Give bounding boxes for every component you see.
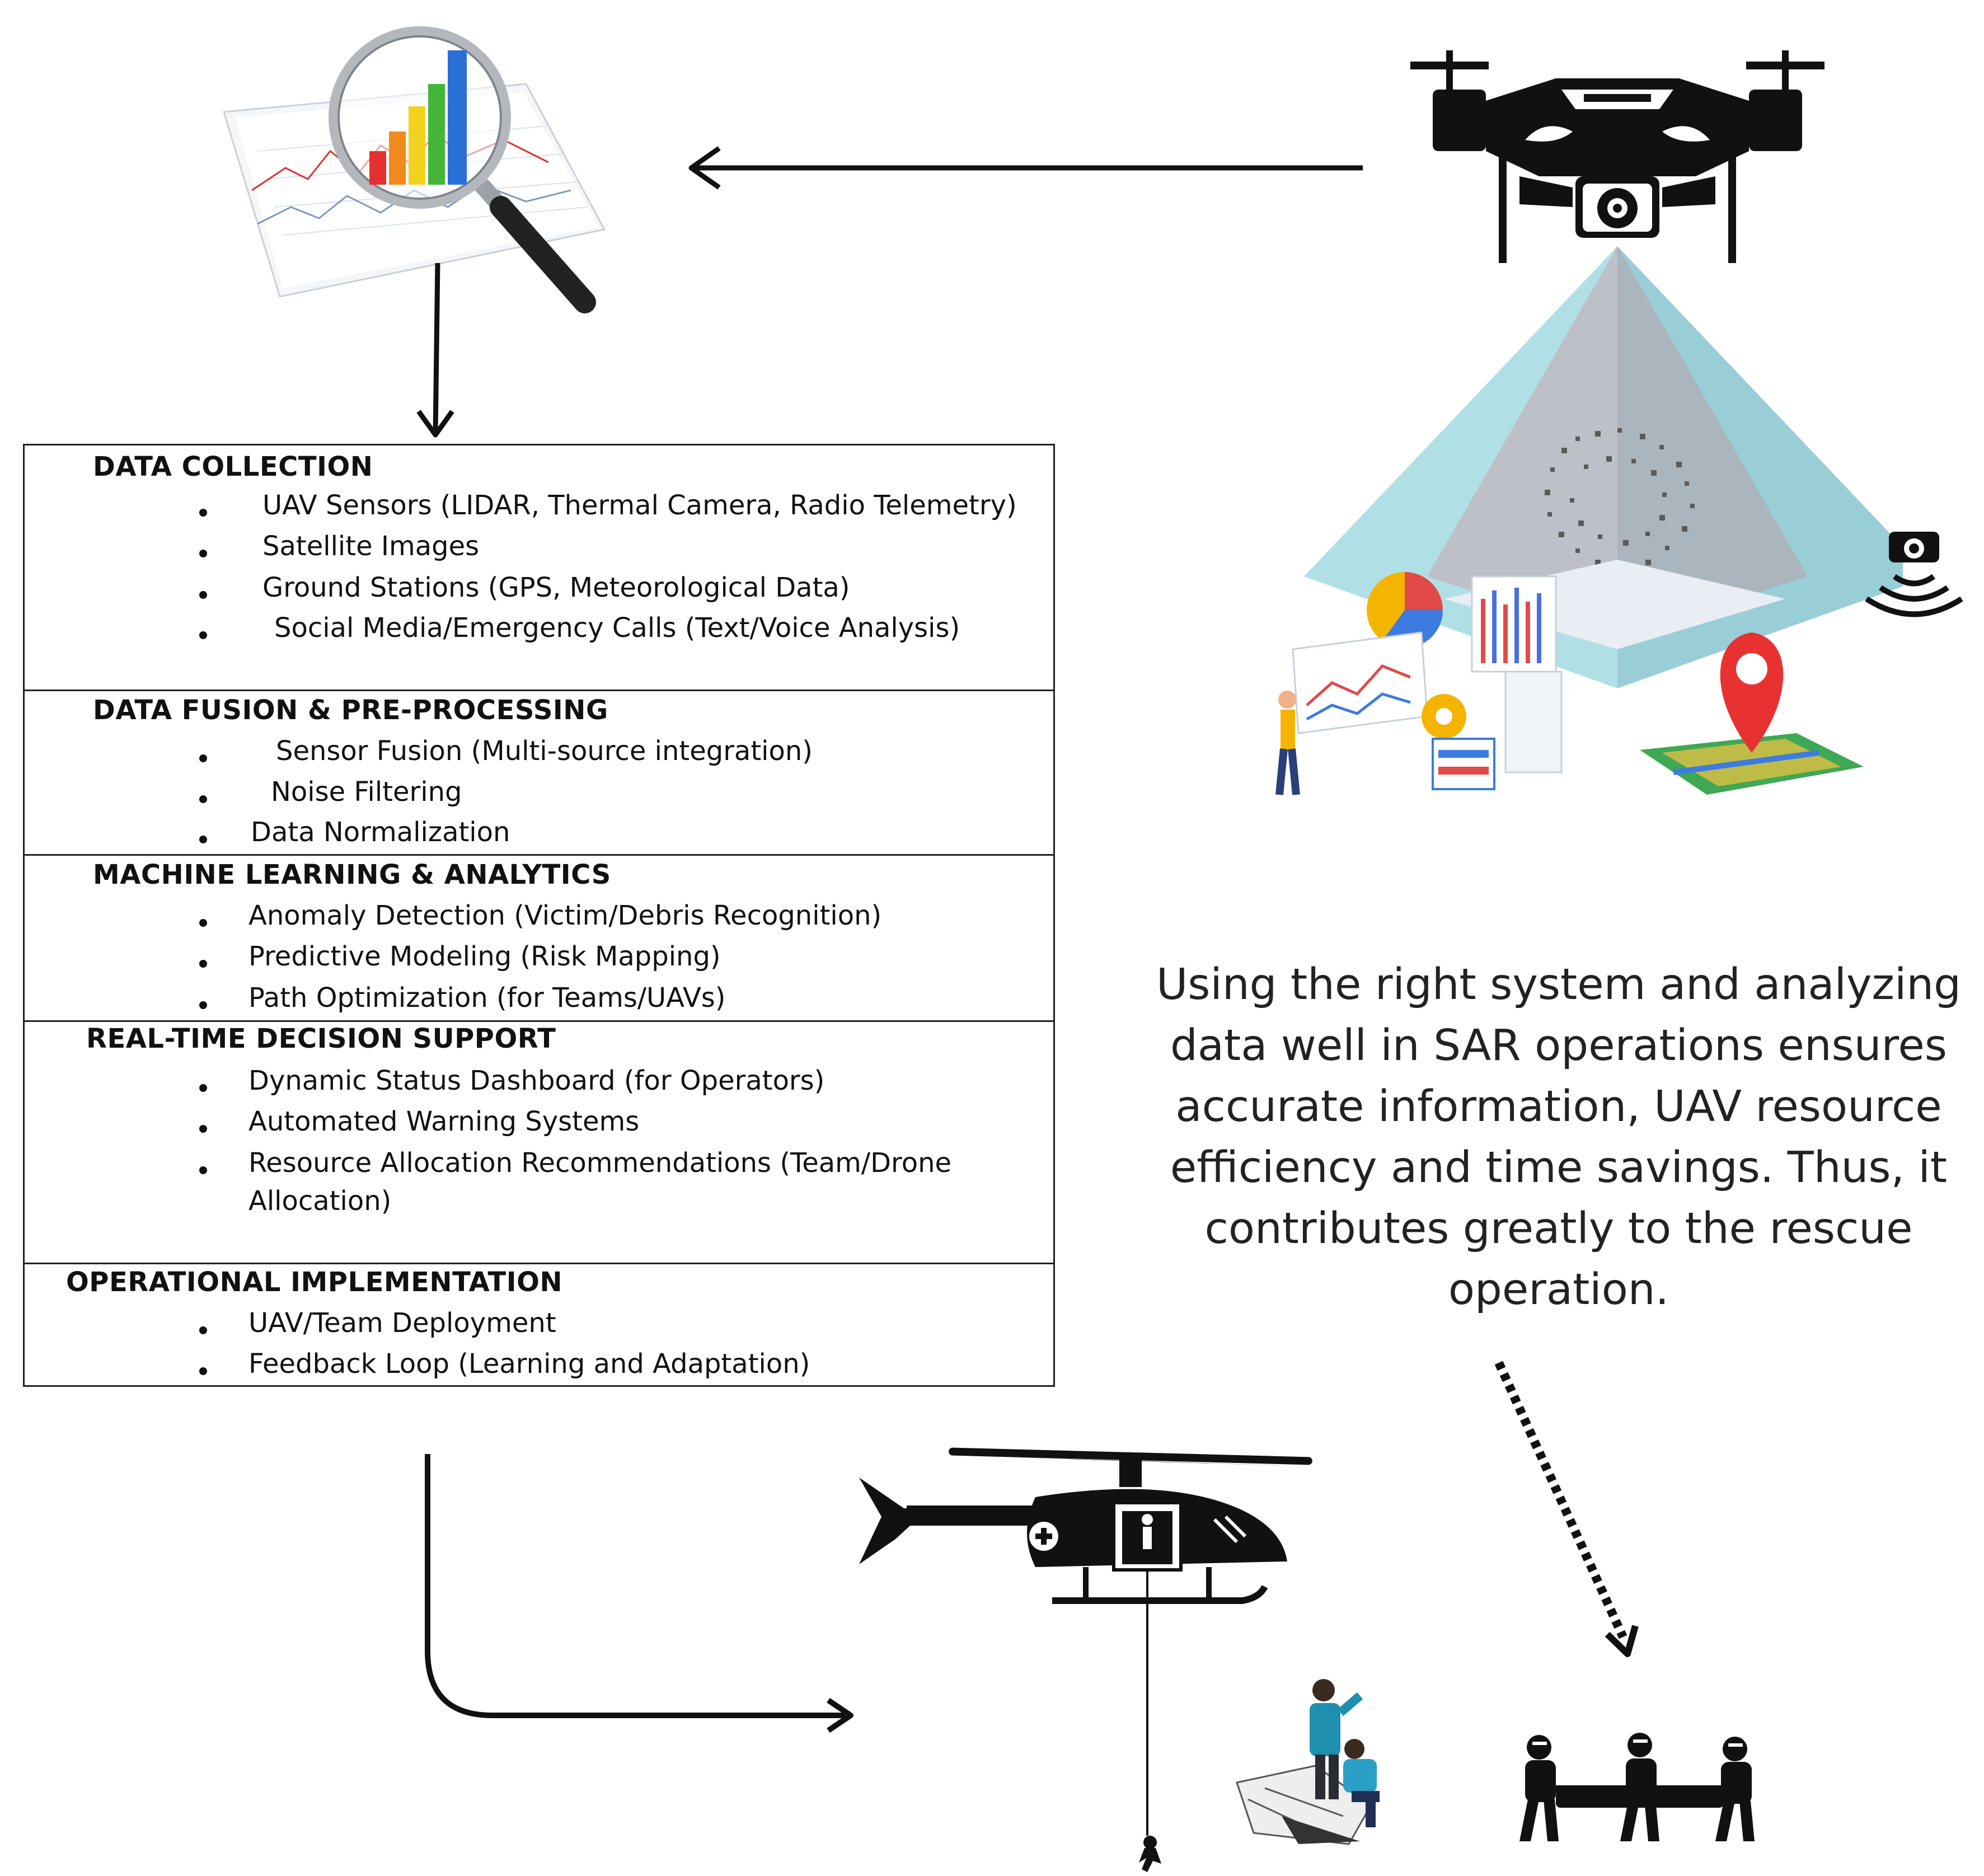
pipeline-table: DATA COLLECTION UAV Sensors (LIDAR, Ther… [23,444,1055,1387]
section-title: MACHINE LEARNING & ANALYTICS [93,859,611,890]
list-item: Automated Warning Systems [248,1106,640,1137]
arrow-analytics-to-table [416,262,454,438]
bullet-icon [199,1001,207,1009]
summary-paragraph: Using the right system and analyzing dat… [1142,954,1976,1320]
list-item: Sensor Fusion (Multi-source integration) [276,735,813,767]
arrow-table-to-helicopter [425,1454,853,1733]
section-data-collection: DATA COLLECTION UAV Sensors (LIDAR, Ther… [25,445,1053,691]
bullet-icon [199,1084,207,1092]
summary-line: accurate information, UAV resource [1175,1082,1942,1132]
section-title: DATA COLLECTION [93,451,373,482]
bullet-icon [199,919,207,927]
list-item: Anomaly Detection (Victim/Debris Recogni… [248,900,882,931]
magnifier-chart-icon [223,26,606,313]
section-title: OPERATIONAL IMPLEMENTATION [66,1267,563,1298]
bullet-icon [199,631,207,639]
summary-line: efficiency and time savings. Thus, it [1170,1143,1948,1193]
list-item: UAV Sensors (LIDAR, Thermal Camera, Radi… [262,490,1017,521]
rescue-helicopter-icon [859,1447,1312,1872]
summary-line: contributes greatly to the rescue [1204,1204,1913,1254]
bullet-icon [199,1125,207,1133]
bullet-icon [199,1326,207,1334]
list-item: Data Normalization [251,817,510,848]
summary-line: Using the right system and analyzing [1156,960,1962,1010]
list-item: UAV/Team Deployment [248,1307,556,1339]
dotted-arrow-to-rescue [1494,1361,1639,1657]
bullet-icon [199,591,207,599]
rescue-team-illustration [1236,1679,1380,1845]
section-title: REAL-TIME DECISION SUPPORT [86,1023,556,1054]
list-item: Resource Allocation Recommendations (Tea… [248,1147,952,1179]
section-operational-implementation: OPERATIONAL IMPLEMENTATION UAV/Team Depl… [25,1264,1053,1385]
bullet-icon [199,836,207,843]
stretcher-team-icon [1519,1733,1755,1841]
section-title: DATA FUSION & PRE-PROCESSING [93,695,608,726]
list-item: Path Optimization (for Teams/UAVs) [248,982,726,1014]
list-item: Satellite Images [262,531,480,562]
bullet-icon [199,1166,207,1174]
summary-line: operation. [1448,1265,1669,1315]
list-item: Noise Filtering [271,776,462,808]
list-item: Social Media/Emergency Calls (Text/Voice… [274,612,960,644]
list-item-continuation: Allocation) [248,1185,392,1217]
arrow-drone-to-analytics [688,146,1363,190]
drone-icon [1410,50,1824,263]
section-machine-learning: MACHINE LEARNING & ANALYTICS Anomaly Det… [25,856,1053,1022]
signal-sensor-icon [1865,532,1963,617]
bullet-icon [199,795,207,803]
bullet-icon [199,960,207,968]
bullet-icon [199,509,207,517]
bullet-icon [199,550,207,557]
section-data-fusion: DATA FUSION & PRE-PROCESSING Sensor Fusi… [25,691,1053,856]
list-item: Feedback Loop (Learning and Adaptation) [248,1348,810,1380]
bullet-icon [199,1367,207,1375]
list-item: Predictive Modeling (Risk Mapping) [248,941,721,972]
list-item: Ground Stations (GPS, Meteorological Dat… [262,572,850,603]
list-item: Dynamic Status Dashboard (for Operators) [248,1065,825,1096]
bullet-icon [199,754,207,762]
section-decision-support: REAL-TIME DECISION SUPPORT Dynamic Statu… [25,1022,1053,1264]
data-dashboard-illustration [1275,246,1903,795]
summary-line: data well in SAR operations ensures [1170,1021,1947,1071]
